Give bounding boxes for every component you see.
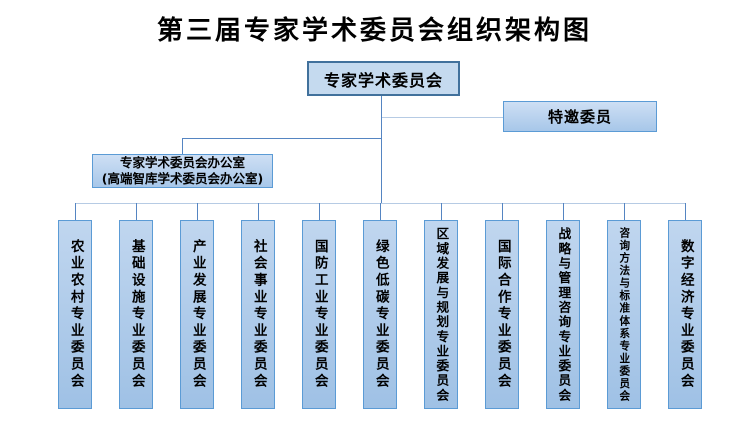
root-committee-box: 专家学术委员会 [307,61,460,96]
committee-label: 农业农村专业委员会 [67,238,84,391]
connector-stub [502,203,503,220]
connector-office-branch [182,138,381,139]
connector-trunk [381,96,382,203]
committee-box: 农业农村专业委员会 [58,220,92,409]
committee-label: 基础设施专业委员会 [128,238,145,391]
connector-stub [624,203,625,220]
committee-box: 区域发展与规划专业委员会 [424,220,458,409]
committee-box: 数字经济专业委员会 [668,220,702,409]
connector-stub [441,203,442,220]
committee-box: 国防工业专业委员会 [302,220,336,409]
committee-label: 社会事业专业委员会 [250,238,267,391]
committee-box: 国际合作专业委员会 [485,220,519,409]
committee-label: 国际合作专业委员会 [494,238,511,391]
connector-stub [685,203,686,220]
invited-members-label: 特邀委员 [547,108,612,126]
connector-stub [75,203,76,220]
committee-box: 基础设施专业委员会 [119,220,153,409]
committee-label: 数字经济专业委员会 [677,238,694,391]
office-label-line1: 专家学术委员会办公室 [119,155,245,170]
office-box: 专家学术委员会办公室 (高端智库学术委员会办公室) [92,154,273,188]
committee-label: 产业发展专业委员会 [189,238,206,391]
root-committee-label: 专家学术委员会 [323,70,443,90]
committee-box: 社会事业专业委员会 [241,220,275,409]
connector-stub [136,203,137,220]
committee-label: 咨询方法与标准体系专业委员会 [618,226,631,403]
office-label-line2: (高端智库学术委员会办公室) [101,171,264,186]
chart-title: 第三届专家学术委员会组织架构图 [156,16,592,46]
connector-stub [197,203,198,220]
connector-office-drop [182,138,183,154]
committee-box: 产业发展专业委员会 [180,220,214,409]
connector-stub [258,203,259,220]
connector-stub [563,203,564,220]
invited-members-box: 特邀委员 [503,101,657,132]
committee-label: 战略与管理咨询专业委员会 [556,226,572,403]
connector-invited-branch [382,117,503,118]
committee-box: 咨询方法与标准体系专业委员会 [607,220,641,409]
committee-box: 战略与管理咨询专业委员会 [546,220,580,409]
connector-stub [380,203,381,220]
committee-label: 绿色低碳专业委员会 [372,238,389,391]
committee-label: 区域发展与规划专业委员会 [434,226,450,403]
committee-box: 绿色低碳专业委员会 [363,220,397,409]
connector-stub [319,203,320,220]
committee-label: 国防工业专业委员会 [311,238,328,391]
